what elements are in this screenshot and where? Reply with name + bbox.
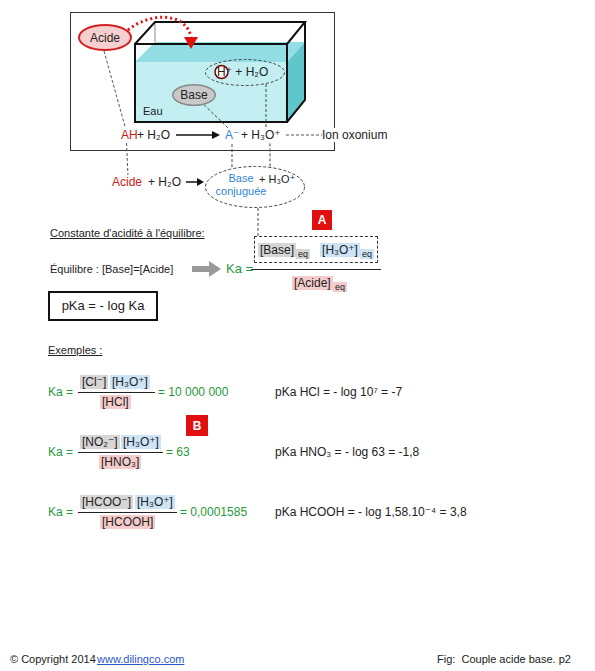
node-text: pKa = - log Ka <box>62 299 145 313</box>
website-link: www.dilingco.com <box>97 652 184 666</box>
leader-line <box>104 51 128 176</box>
figure-frame <box>71 13 335 151</box>
pka-result: pKa HCOOH = - log 1,58.10⁻⁴ = 3,8 <box>275 505 467 519</box>
fraction-bar <box>78 392 155 393</box>
formula-text: AH <box>121 128 138 142</box>
ellipse-shape <box>206 167 305 208</box>
node-text: eq <box>360 249 374 259</box>
ka-symbol: Ka = <box>48 445 73 459</box>
tank-side <box>287 22 305 122</box>
reaction-arrow-head <box>212 131 220 139</box>
leader-connector <box>258 208 259 236</box>
node-text: Base <box>180 88 207 102</box>
formula-text: Acide <box>112 175 142 189</box>
ellipse-shape <box>206 60 285 86</box>
pour-arrow-head <box>184 37 198 49</box>
figure-caption: Fig: Couple acide base. p2 <box>437 652 571 666</box>
ellipse-shape <box>173 85 216 106</box>
conjugate-ellipse: Base conjuguée+ H₃O⁺ <box>205 166 305 208</box>
ka-value: = 63 <box>166 445 190 459</box>
formula-text: + H₃O⁺ <box>241 128 281 142</box>
pka-result: pKa HCl = - log 10⁷ = -7 <box>275 385 402 399</box>
node-text: [Base] <box>258 243 296 257</box>
concentration-term: [HNO₃] <box>99 455 141 469</box>
ka-value: = 0,0001585 <box>180 505 247 519</box>
ka-value: = 10 000 000 <box>158 385 228 399</box>
tank-front <box>135 44 287 122</box>
ka-symbol: Ka = <box>48 505 73 519</box>
concentration-term: [H₃O⁺] <box>121 435 161 449</box>
water-label: Eau <box>143 104 163 118</box>
concentration-term: [H₃O⁺] <box>110 375 150 389</box>
proton-ellipse: H⁺ + H₂O <box>205 59 285 86</box>
concentration-term: [NO₂⁻] <box>80 435 120 449</box>
node-text: Acide <box>90 31 120 45</box>
concentration-term: [Acide] <box>292 276 333 290</box>
concentration-term: [HCl] <box>100 395 131 409</box>
concentration-term: [H₃O⁺] <box>135 495 175 509</box>
node-text: H⁺ + H₂O <box>217 65 268 79</box>
node-text: A <box>318 213 327 227</box>
fraction-bar <box>78 452 163 453</box>
ka-symbol: Ka = <box>226 262 253 276</box>
acid-ellipse: Acide <box>78 24 132 51</box>
callout-text: Ion oxonium <box>322 128 387 142</box>
numerator-box: [Base]eq[H₃O⁺]eq <box>254 236 378 263</box>
section-heading: Exemples : <box>48 343 102 357</box>
marker-box: B <box>186 415 208 436</box>
tank-top <box>135 22 305 44</box>
tank-edge <box>155 22 156 42</box>
ellipse-shape <box>79 25 131 50</box>
leader-connector <box>266 84 270 167</box>
concentration-term: [Cl⁻] <box>80 375 108 389</box>
concentration-term: [HCOO⁻] <box>80 495 133 509</box>
formula-text: A⁻ <box>225 128 239 142</box>
leader-line <box>286 135 322 136</box>
implies-arrow <box>192 261 221 277</box>
reaction-arrow-head <box>197 178 204 186</box>
node-text: + H₃O⁺ <box>259 172 295 186</box>
marker-box: A <box>312 210 332 230</box>
formula-text: + H₂O <box>148 175 181 189</box>
formula-box: pKa = - log Ka <box>48 291 158 321</box>
concentration-term: [HCOOH] <box>100 515 155 529</box>
copyright: © Copyright 2014 <box>10 652 96 666</box>
node-text: eq <box>296 249 310 259</box>
formula-text: + H₂O <box>137 128 170 142</box>
reaction-arrow <box>186 181 198 183</box>
water-front <box>135 62 287 122</box>
equilibrium-note: Équilibre : [Base]=[Acide] <box>50 262 173 276</box>
reaction-arrow <box>176 134 213 136</box>
pka-result: pKa HNO₃ = - log 63 = -1,8 <box>275 445 419 459</box>
ka-symbol: Ka = <box>48 385 73 399</box>
fraction-bar <box>251 269 381 270</box>
node-text: B <box>193 419 202 433</box>
base-ellipse: Base <box>172 84 216 106</box>
subscript: eq <box>333 282 347 292</box>
fraction-bar <box>78 512 177 513</box>
pour-arrow <box>128 17 191 37</box>
section-heading: Constante d'acidité à l'équilibre: <box>50 226 205 240</box>
node-text: [H₃O⁺] <box>320 243 360 257</box>
